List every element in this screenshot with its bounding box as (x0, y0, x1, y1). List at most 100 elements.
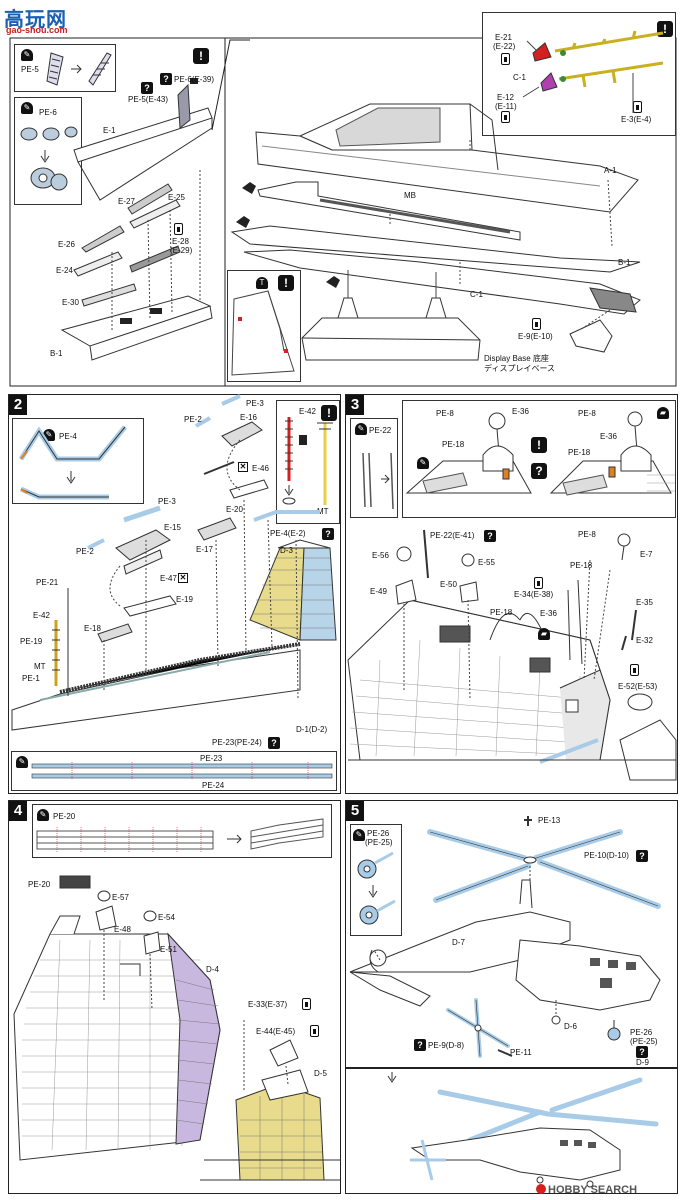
question-icon: ? (414, 1039, 426, 1051)
brush-icon: ✎ (21, 49, 33, 61)
label-pe8b: PE-8 (578, 409, 596, 418)
label-e55: E-55 (478, 558, 495, 567)
label-display-base-jp: ディスプレイベース (484, 364, 556, 373)
brush-icon: T (256, 277, 268, 289)
paint-icon (310, 1025, 319, 1037)
inset-pe23-pe24: ✎ PE-23 PE-24 (11, 751, 337, 791)
label-pe25: (PE-25) (630, 1037, 658, 1046)
label-e9: E-9(E-10) (518, 332, 553, 341)
label-e29: (E-29) (170, 246, 193, 255)
label-e20: E-20 (226, 505, 243, 514)
label-pe23pe24: PE-23(PE-24) (212, 738, 262, 747)
step5-result-panel (345, 1068, 678, 1194)
question-icon: ? (531, 463, 547, 479)
step3-detail-drawing (405, 411, 675, 496)
label-e50: E-50 (440, 580, 457, 589)
inset-pe20: ✎ PE-20 (32, 804, 332, 858)
label-e32: E-32 (636, 636, 653, 645)
label-e46: E-46 (252, 464, 269, 473)
inset-pe26: ✎ PE-26 (PE-25) (350, 824, 402, 936)
inset-pe24-label: PE-24 (202, 781, 225, 790)
pe20-railing-drawing (36, 818, 324, 853)
watermark-url: gao-shou.com (6, 25, 68, 35)
label-e49: E-49 (370, 587, 387, 596)
label-e25: E-25 (168, 193, 185, 202)
warning-icon: ! (278, 275, 294, 291)
label-pe8a: PE-8 (436, 409, 454, 418)
label-e54: E-54 (158, 913, 175, 922)
question-icon: ? (141, 82, 153, 94)
label-pe5e43: PE-5(E-43) (128, 95, 169, 104)
label-e33e37: E-33(E-37) (248, 1000, 288, 1009)
inset-c1: C-1 (513, 73, 526, 82)
label-d9: D-9 (636, 1058, 649, 1067)
label-d7: D-7 (452, 938, 465, 947)
paint-icon (630, 664, 639, 676)
label-pe8c: PE-8 (578, 530, 596, 539)
paint-icon (532, 318, 541, 330)
inset-e22: (E-22) (493, 42, 516, 51)
label-pe3a: PE-3 (246, 399, 264, 408)
label-e30: E-30 (62, 298, 79, 307)
cut-icon: ✕ (178, 573, 188, 583)
label-pe20: PE-20 (28, 880, 51, 889)
label-e28: E-28 (172, 237, 189, 246)
mast-inset-drawing (522, 30, 664, 113)
label-d3: D-3 (280, 546, 293, 555)
paint-icon (174, 223, 183, 235)
watermark-url-text: gao-shou.com (6, 25, 68, 35)
inset-e11: (E-11) (495, 102, 517, 111)
step-number: 2 (9, 395, 27, 415)
label-pe6e39: PE-6(E-39) (174, 75, 215, 84)
pe26-drawing (357, 851, 396, 925)
label-d5: D-5 (314, 1069, 327, 1078)
cut-icon: ✕ (238, 462, 248, 472)
label-display-base: Display Base 底座 (484, 354, 549, 363)
watermark-logo: 高玩网 (4, 3, 67, 32)
inset-pe20-label: PE-20 (53, 812, 76, 821)
inset-pe26-label: PE-26 (367, 829, 390, 838)
label-pe18a: PE-18 (442, 440, 465, 449)
brush-icon: ✎ (353, 829, 365, 841)
label-pe10d10: PE-10(D-10) (584, 851, 629, 860)
label-pe18c: PE-18 (570, 561, 593, 570)
inset-pe4-label: PE-4 (59, 432, 77, 441)
label-e52e53: E-52(E-53) (618, 682, 658, 691)
step-number: 3 (346, 395, 364, 415)
inset-pe6: ✎ PE-6 (14, 97, 82, 205)
label-e16: E-16 (240, 413, 257, 422)
label-pe26: PE-26 (630, 1028, 653, 1037)
label-e26: E-26 (58, 240, 75, 249)
inset-pe25-label: (PE-25) (365, 838, 393, 847)
inset-pe22: ✎ PE-22 (350, 418, 398, 518)
brush-icon: ▰ (538, 628, 550, 640)
label-pe13: PE-13 (538, 816, 561, 825)
label-e56: E-56 (372, 551, 389, 560)
label-e48: E-48 (114, 925, 131, 934)
label-b1-right: B-1 (618, 258, 631, 267)
brush-icon: ▰ (657, 407, 669, 419)
brush-icon: ✎ (16, 756, 28, 768)
paint-icon (534, 577, 543, 589)
inset-pe4: ✎ PE-4 (12, 418, 144, 504)
label-mt: MT (34, 662, 46, 671)
paint-icon (501, 53, 510, 65)
label-e36a: E-36 (512, 407, 529, 416)
inset-e3: E-3(E-4) (621, 115, 652, 124)
label-e17: E-17 (196, 545, 213, 554)
label-e24: E-24 (56, 266, 73, 275)
label-c1: C-1 (470, 290, 483, 299)
label-e34e38: E-34(E-38) (514, 590, 554, 599)
brush-icon: ✎ (355, 423, 367, 435)
label-e57: E-57 (112, 893, 129, 902)
label-e36c: E-36 (540, 609, 557, 618)
label-d6: D-6 (564, 1022, 577, 1031)
label-pe19: PE-19 (20, 637, 43, 646)
label-e44e45: E-44(E-45) (256, 1027, 296, 1036)
